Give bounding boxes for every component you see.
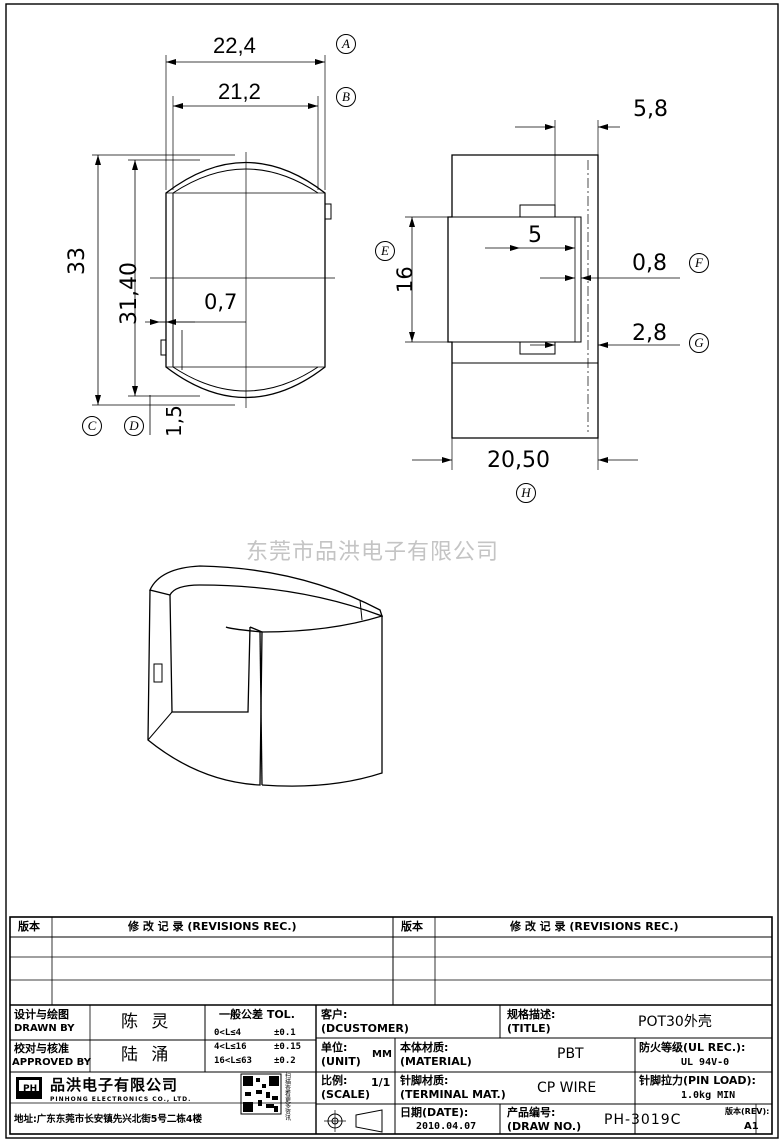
part-title: POT30外壳 (638, 1014, 712, 1030)
dim-overall-width: 22,4 (213, 33, 256, 58)
marker-d: D (124, 416, 144, 436)
spec-label: 规格描述: (507, 1008, 556, 1021)
dim-step: 2,8 (632, 321, 667, 346)
pinload-label: 针脚拉力(PIN LOAD): (639, 1074, 756, 1087)
watermark: 东莞市品洪电子有限公司 (246, 540, 500, 565)
drawn-by-name: 陈 灵 (121, 1012, 173, 1032)
rev-value: A1 (744, 1121, 759, 1132)
drawing-number: PH-3019C (604, 1112, 682, 1128)
marker-f: F (689, 253, 709, 273)
isometric-view (147, 565, 384, 787)
material-value: PBT (557, 1046, 584, 1062)
ul-value: UL 94V-0 (681, 1057, 730, 1068)
tol-range-3: 16<L≤63 (214, 1056, 252, 1066)
unit-value: MM (372, 1049, 392, 1060)
tol-val-2: ±0.15 (274, 1042, 302, 1052)
unit-label: 单位: (321, 1041, 348, 1054)
approved-by-label-en: APPROVED BY (12, 1057, 91, 1068)
spec-label-en: (TITLE) (507, 1022, 551, 1035)
tol-range-2: 4<L≤16 (214, 1042, 247, 1052)
drawno-label-en: (DRAW NO.) (507, 1120, 582, 1133)
terminal-label: 针脚材质: (400, 1074, 449, 1087)
tolerance-title: 一般公差 TOL. (219, 1008, 295, 1021)
marker-e: E (375, 241, 395, 261)
dim-side-height: 20,50 (487, 448, 550, 473)
side-view-arrows (409, 124, 608, 463)
dim-wall: 0,7 (204, 290, 238, 314)
marker-c: C (82, 416, 102, 436)
side-view (405, 120, 680, 470)
approved-by-name: 陆 涌 (121, 1045, 173, 1065)
customer-label: 客户: (321, 1008, 348, 1021)
company-name-cn: 品洪电子有限公司 (50, 1076, 179, 1094)
dim-inner-height: 31,40 (117, 262, 142, 325)
rev-col-version-left: 版本 (18, 920, 40, 933)
company-name-en: PINHONG ELECTRONICS CO., LTD. (50, 1096, 192, 1103)
dim-thin-wall: 0,8 (632, 251, 667, 276)
scale-label: 比例: (321, 1074, 348, 1087)
unit-label-en: (UNIT) (321, 1055, 361, 1068)
approved-by-label-cn: 校对与核准 (14, 1042, 69, 1055)
tol-range-1: 0<L≤4 (214, 1028, 242, 1038)
tol-val-3: ±0.2 (274, 1056, 296, 1066)
ul-label: 防火等级(UL REC.): (639, 1041, 746, 1054)
front-view (92, 55, 335, 435)
scale-label-en: (SCALE) (321, 1088, 371, 1101)
company-address: 地址:广东东莞市长安镇先兴北街5号二栋4楼 (14, 1114, 203, 1125)
material-label: 本体材质: (400, 1041, 449, 1054)
marker-g: G (689, 333, 709, 353)
scale-value: 1/1 (371, 1076, 391, 1089)
terminal-value: CP WIRE (537, 1080, 597, 1096)
marker-a: A (336, 34, 356, 54)
rev-label: 版本(REV): (725, 1107, 770, 1116)
sheet-frame (5, 3, 779, 1139)
logo-text: PH (23, 1084, 38, 1094)
title-block-grid (9, 916, 773, 1135)
marker-b: B (336, 87, 356, 107)
dim-inner-depth: 5 (528, 223, 542, 248)
drawn-by-label-en: DRAWN BY (14, 1023, 75, 1034)
material-label-en: (MATERIAL) (400, 1055, 472, 1068)
customer-label-en: (DCUSTOMER) (321, 1022, 409, 1035)
date-label: 日期(DATE): (400, 1106, 469, 1119)
terminal-label-en: (TERMINAL MAT.) (400, 1088, 506, 1101)
dim-window-height: 16 (393, 266, 417, 293)
qr-note: 扫描查看更多资讯 (285, 1073, 292, 1122)
dim-inner-width: 21,2 (218, 79, 261, 104)
drawno-label: 产品编号: (507, 1106, 556, 1119)
marker-h: H (516, 483, 536, 503)
rev-col-version-right: 版本 (401, 920, 423, 933)
rev-col-record-left: 修 改 记 录 (REVISIONS REC.) (128, 920, 297, 933)
drawn-by-label-cn: 设计与绘图 (14, 1008, 69, 1021)
dim-tab: 1,5 (162, 405, 186, 437)
dim-side-depth: 5,8 (633, 97, 668, 122)
company-logo (16, 1077, 42, 1099)
pinload-value: 1.0kg MIN (681, 1090, 736, 1101)
qr-code-icon (240, 1073, 282, 1115)
dim-overall-height: 33 (65, 247, 90, 275)
rev-col-record-right: 修 改 记 录 (REVISIONS REC.) (510, 920, 679, 933)
tol-val-1: ±0.1 (274, 1028, 296, 1038)
date-value: 2010.04.07 (416, 1121, 477, 1132)
front-view-arrows (95, 59, 325, 405)
